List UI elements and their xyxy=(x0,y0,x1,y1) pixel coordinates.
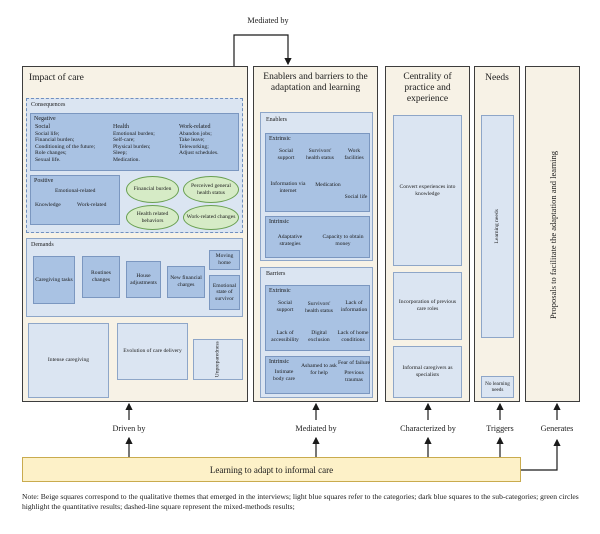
enabler-medication: Medication xyxy=(315,181,341,188)
positive-box: Positive Emotional-related Knowledge Wor… xyxy=(30,175,120,225)
work-item: Adjust schedules. xyxy=(179,150,219,157)
enabler-social-life: Social life xyxy=(344,193,368,200)
social-item: Role changes; xyxy=(35,150,67,157)
enabler-adaptative-strategies: Adaptative strategies xyxy=(277,234,303,247)
figure-note: Note: Beige squares correspond to the qu… xyxy=(22,492,579,511)
proposals-box: Proposals to facilitate the adaptation a… xyxy=(525,66,580,402)
learning-to-adapt-box: Learning to adapt to informal care xyxy=(22,457,521,482)
health-group: Health Emotional burden; Self-care; Phys… xyxy=(113,124,177,164)
enabler-capacity-money: Capacity to obtain money xyxy=(322,234,364,247)
social-group: Social Social life; Financial burden; Co… xyxy=(35,124,107,164)
needs-title: Needs xyxy=(485,73,509,83)
barrier-lack-accessibility: Lack of accessibility xyxy=(271,330,299,343)
informal-specialists: Informal caregivers as specialists xyxy=(393,346,462,398)
evolution-of-care: Evolution of care delivery xyxy=(117,323,188,380)
unpreparedness: Unpreparedness xyxy=(193,339,243,380)
emotional-state-survivor: Emotional state of survivor xyxy=(209,275,240,310)
consequences-heading: Consequences xyxy=(31,102,66,108)
demands-heading: Demands xyxy=(31,242,54,248)
barrier-intimate-body-care: Intimate body care xyxy=(273,369,295,382)
learning-needs: Learning needs xyxy=(481,115,514,338)
work-item: Teleworking; xyxy=(179,143,209,150)
positive-label: Positive xyxy=(34,178,54,184)
barrier-survivors-health: Survivors' health status xyxy=(305,301,333,314)
health-item: Self-care; xyxy=(113,137,135,144)
barriers-intrinsic-box: Intrinsic Intimate body care Ashamed to … xyxy=(265,356,370,394)
barriers-box: Barriers Extrinsic Social support Surviv… xyxy=(260,267,373,398)
barrier-digital-exclusion: Digital exclusion xyxy=(308,330,330,343)
enablers-barriers-box: Enablers and barriers to the adaptation … xyxy=(253,66,378,402)
driven-by-label: Driven by xyxy=(112,424,146,433)
centrality-title: Centrality of practice and experience xyxy=(403,72,452,104)
enabler-social-support: Social support xyxy=(277,148,295,161)
intrinsic-label: Intrinsic xyxy=(269,359,289,365)
consequences-box: Consequences Negative Social Social life… xyxy=(26,98,243,233)
health-title: Health xyxy=(113,124,129,130)
barrier-social-support: Social support xyxy=(276,300,294,313)
proposals-title: Proposals to facilitate the adaptation a… xyxy=(548,150,559,320)
financial-burden-result: Financial burden xyxy=(126,176,179,203)
impact-of-care-box: Impact of care Consequences Negative Soc… xyxy=(22,66,248,402)
work-group: Work-related Abandon jobs; Take leave; T… xyxy=(179,124,239,157)
generates-label: Generates xyxy=(540,424,574,433)
work-item: Take leave; xyxy=(179,137,205,144)
social-item: Social life; xyxy=(35,130,60,137)
work-related-label: Work-related xyxy=(77,202,107,208)
social-title: Social xyxy=(35,124,50,130)
moving-home: Moving home xyxy=(209,250,240,270)
no-learning-needs: No learning needs xyxy=(481,376,514,398)
health-item: Physical burden; xyxy=(113,143,151,150)
triggers-label: Triggers xyxy=(486,424,514,433)
enablers-extrinsic-box: Extrinsic Social support Survivors' heal… xyxy=(265,133,370,212)
social-item: Conditioning of the future; xyxy=(35,143,96,150)
social-item: Sexual life. xyxy=(35,156,61,163)
intense-caregiving: Intense caregiving xyxy=(28,323,109,398)
demands-box: Demands Caregiving tasks Routines change… xyxy=(26,238,243,317)
health-item: Sleep; xyxy=(113,150,127,157)
top-mediated-label: Mediated by xyxy=(247,16,289,25)
barrier-ashamed-help: Ashamed to ask for help xyxy=(301,363,337,376)
enabler-survivors-health: Survivors' health status xyxy=(306,148,334,161)
barriers-extrinsic-box: Extrinsic Social support Survivors' heal… xyxy=(265,285,370,351)
routines-changes: Routines changes xyxy=(82,256,120,298)
enablers-barriers-title: Enablers and barriers to the adaptation … xyxy=(263,72,368,93)
barrier-previous-traumas: Previous traumas xyxy=(344,370,364,383)
enablers-box: Enablers Extrinsic Social support Surviv… xyxy=(260,112,373,261)
convert-experiences: Convert experiences into knowledge xyxy=(393,115,462,266)
work-title: Work-related xyxy=(179,124,211,130)
health-behaviors-result: Health related behaviors xyxy=(126,205,179,230)
mediated-by-label: Mediated by xyxy=(295,424,337,433)
negative-label: Negative xyxy=(34,116,56,122)
negative-box: Negative Social Social life; Financial b… xyxy=(30,113,239,171)
needs-box: Needs Learning needs No learning needs xyxy=(474,66,520,402)
extrinsic-label: Extrinsic xyxy=(269,288,291,294)
health-item: Emotional burden; xyxy=(113,130,155,137)
emotional-related-label: Emotional-related xyxy=(55,188,96,194)
work-changes-result: Work-related changes xyxy=(183,205,239,230)
enabler-work-facilities: Work facilities xyxy=(344,148,364,161)
caregiving-tasks: Caregiving tasks xyxy=(33,256,75,304)
top-mediated-arrow xyxy=(233,34,292,66)
new-financial-charges: New financial charges xyxy=(167,266,205,298)
barriers-heading: Barriers xyxy=(266,271,286,277)
enablers-heading: Enablers xyxy=(266,117,287,123)
enablers-intrinsic-box: Intrinsic Adaptative strategies Capacity… xyxy=(265,216,370,258)
enabler-information-internet: Information via internet xyxy=(270,181,306,194)
barrier-fear-failure: Fear of failure xyxy=(338,359,370,366)
impact-title: Impact of care xyxy=(29,73,84,83)
incorporation-roles: Incorporation of previous care roles xyxy=(393,272,462,340)
characterized-by-label: Characterized by xyxy=(400,424,456,433)
barrier-lack-home-conditions: Lack of home conditions xyxy=(337,330,369,343)
intrinsic-label: Intrinsic xyxy=(269,219,289,225)
health-item: Medication. xyxy=(113,156,140,163)
work-item: Abandon jobs; xyxy=(179,130,212,137)
barrier-lack-information: Lack of information xyxy=(340,300,368,313)
house-adjustments: House adjustments xyxy=(126,261,161,298)
centrality-box: Centrality of practice and experience Co… xyxy=(385,66,470,402)
social-item: Financial burden; xyxy=(35,137,75,144)
extrinsic-label: Extrinsic xyxy=(269,136,291,142)
knowledge-label: Knowledge xyxy=(35,202,61,208)
perceived-health-result: Perceived general health status xyxy=(183,176,239,203)
